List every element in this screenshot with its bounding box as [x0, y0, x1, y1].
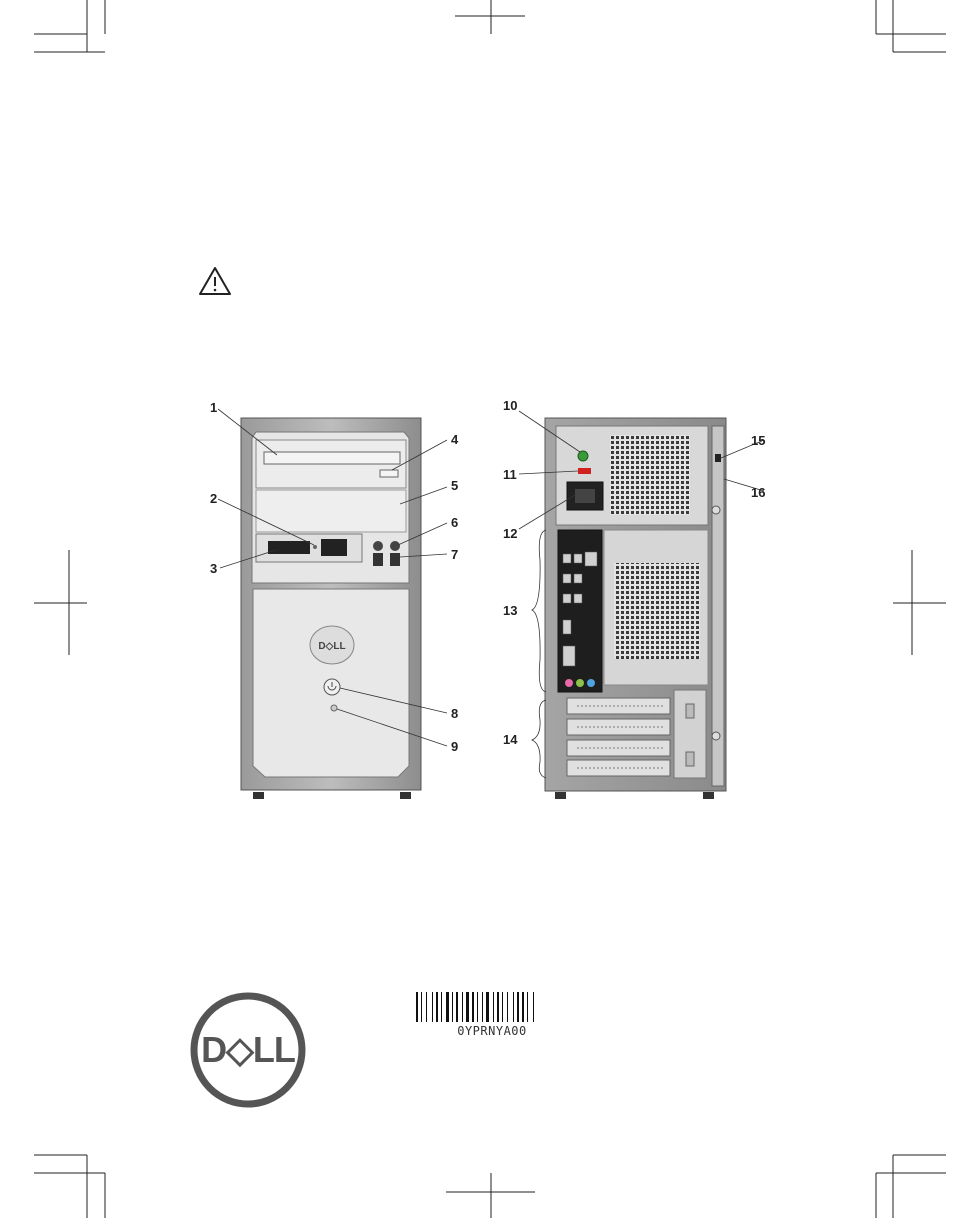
barcode-bar — [432, 992, 433, 1022]
barcode-bar — [472, 992, 474, 1022]
barcode-bar — [522, 992, 524, 1022]
barcode-bar — [436, 992, 438, 1022]
barcode-bar — [441, 992, 442, 1022]
barcode-bar — [533, 992, 534, 1022]
barcode-bar — [452, 992, 453, 1022]
barcode-bar — [426, 992, 427, 1022]
barcode-bar — [513, 992, 514, 1022]
barcode-bar — [502, 992, 503, 1022]
barcode-bar — [482, 992, 483, 1022]
barcode-bar — [527, 992, 528, 1022]
barcode-bar — [456, 992, 458, 1022]
barcode-bar — [493, 992, 494, 1022]
barcode-bar — [507, 992, 508, 1022]
barcode-bar — [466, 992, 469, 1022]
barcode-bar — [446, 992, 449, 1022]
barcode-bar — [497, 992, 499, 1022]
barcode-bar — [416, 992, 418, 1022]
barcode-bar — [462, 992, 463, 1022]
barcode-bar — [421, 992, 422, 1022]
barcode-bar — [486, 992, 489, 1022]
barcode-number: 0YPRNYA00 — [416, 1024, 568, 1038]
barcode-bar — [517, 992, 519, 1022]
barcode-bar — [477, 992, 478, 1022]
